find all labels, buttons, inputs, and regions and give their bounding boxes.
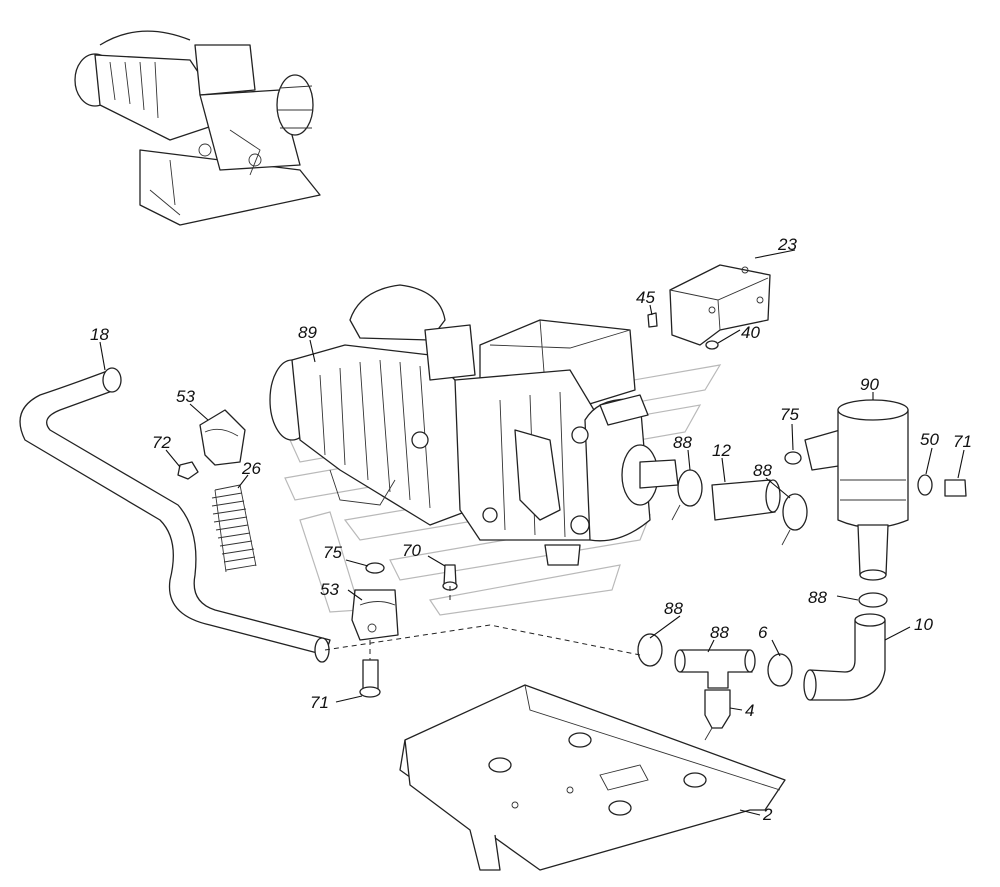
callout-72: 72 — [152, 433, 171, 452]
callout-75-right: 75 — [780, 405, 799, 424]
washer-50 — [917, 474, 933, 496]
clamp-88-c — [637, 633, 663, 667]
nut-40 — [705, 340, 719, 350]
assembled-heater-inset — [74, 30, 321, 226]
bolt-71-right — [944, 479, 967, 497]
clamp-88-b — [781, 493, 808, 546]
callout-75-lower: 75 — [323, 543, 342, 562]
clamp-53-lower — [351, 589, 399, 641]
callout-40: 40 — [741, 323, 760, 342]
bracket-23 — [669, 264, 771, 346]
callout-89: 89 — [298, 323, 317, 342]
clamp-88-a — [671, 469, 703, 521]
spring-26 — [211, 484, 257, 573]
valve-4 — [704, 689, 731, 741]
filter-90 — [804, 399, 909, 581]
heater-assembly-89 — [269, 284, 679, 566]
pipe-12 — [711, 479, 781, 521]
callout-88-b: 88 — [753, 461, 772, 480]
clamp-88-d — [767, 653, 793, 687]
callout-53-lower: 53 — [320, 580, 339, 599]
callout-88-e: 88 — [808, 588, 827, 607]
tee-6 — [674, 649, 756, 689]
callout-90: 90 — [860, 375, 879, 394]
callout-45: 45 — [636, 288, 655, 307]
clamp-53-upper — [199, 409, 246, 466]
clamp-88-e — [858, 592, 888, 608]
callout-53-upper: 53 — [176, 387, 195, 406]
mounting-plate-2 — [399, 684, 786, 871]
callout-26: 26 — [241, 459, 261, 478]
callout-10: 10 — [914, 615, 933, 634]
callout-6: 88 — [710, 623, 729, 642]
elbow-hose-10 — [803, 613, 886, 701]
assembly-lines — [324, 586, 641, 660]
callout-labels: 23 45 40 18 89 90 75 53 72 26 88 12 88 5… — [90, 235, 972, 824]
leader-lines — [99, 249, 965, 816]
callout-88-d: 6 — [758, 623, 768, 642]
washer-75-right — [784, 451, 802, 465]
callout-71-right: 71 — [953, 432, 972, 451]
callout-88-a: 88 — [673, 433, 692, 452]
washer-75-lower — [365, 562, 385, 574]
nut-72 — [177, 461, 199, 480]
bolt-45 — [647, 312, 658, 328]
hose-18 — [19, 367, 331, 663]
callout-70: 70 — [402, 541, 421, 560]
bolt-71-lower — [359, 659, 381, 698]
callout-50: 50 — [920, 430, 939, 449]
callout-23: 23 — [777, 235, 797, 254]
callout-18: 18 — [90, 325, 109, 344]
callout-88-c: 88 — [664, 599, 683, 618]
callout-4: 4 — [745, 701, 754, 720]
callout-12: 12 — [712, 441, 731, 460]
callout-2: 2 — [762, 805, 773, 824]
callout-71-lower: 71 — [310, 693, 329, 712]
